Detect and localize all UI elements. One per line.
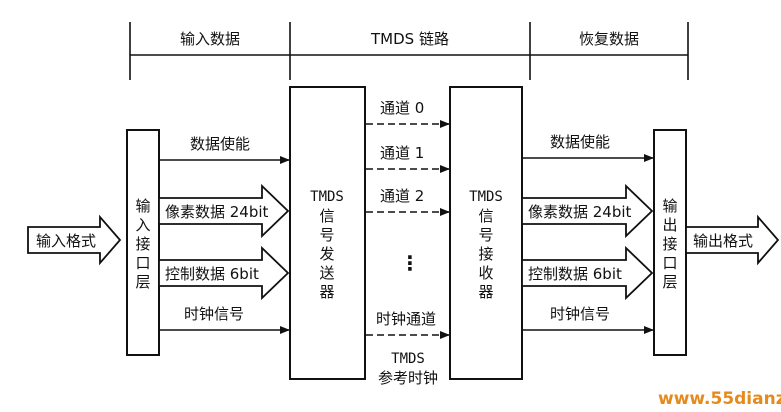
output-layer-char-4: 口 <box>662 254 677 272</box>
right-pixel-data-arrow <box>521 183 654 239</box>
transmitter-char-4: 送 <box>319 264 334 282</box>
input-layer-char-1: 输 <box>135 197 150 215</box>
receiver-char-3: 接 <box>478 245 493 263</box>
transmitter-char-3: 发 <box>319 245 334 263</box>
left-control-data-label: 控制数据 6bit <box>165 265 259 283</box>
tmds-receiver-label: TMDS 信 号 接 收 器 <box>469 189 503 301</box>
output-layer-char-2: 出 <box>662 216 677 234</box>
output-interface-layer-box <box>653 129 687 356</box>
section-header: 输入数据 TMDS 链路 恢复数据 <box>129 22 689 80</box>
input-layer-char-4: 口 <box>135 254 150 272</box>
section-tmds-link: TMDS 链路 <box>370 30 449 48</box>
right-pixel-data-label: 像素数据 24bit <box>528 203 632 221</box>
right-clock-signal-label: 时钟信号 <box>550 305 610 323</box>
receiver-title: TMDS <box>469 189 503 205</box>
output-interface-layer-label: 输 出 接 口 层 <box>662 197 677 291</box>
receiver-char-4: 收 <box>478 264 493 282</box>
transmitter-char-5: 器 <box>319 283 334 301</box>
input-interface-layer-box <box>126 129 160 356</box>
transmitter-char-1: 信 <box>319 207 334 225</box>
channel-ellipsis: ⋮ <box>400 251 420 275</box>
tmds-transmitter-label: TMDS 信 号 发 送 器 <box>310 189 344 301</box>
tmds-transmitter-box <box>289 86 366 380</box>
channel-2-label: 通道 2 <box>380 187 424 205</box>
channel-1-label: 通道 1 <box>380 144 424 162</box>
input-interface-layer-label: 输 入 接 口 层 <box>135 197 150 291</box>
right-control-data-label: 控制数据 6bit <box>528 265 622 283</box>
output-layer-char-1: 输 <box>662 197 677 215</box>
output-layer-char-3: 接 <box>662 235 677 253</box>
right-data-enable-label: 数据使能 <box>550 133 610 151</box>
transmitter-title: TMDS <box>310 189 344 205</box>
left-pixel-data-label: 像素数据 24bit <box>165 203 269 221</box>
input-format-label: 输入格式 <box>36 232 96 250</box>
input-layer-char-3: 接 <box>135 235 150 253</box>
ref-clock-title: TMDS <box>391 351 425 367</box>
channel-0-label: 通道 0 <box>380 99 424 117</box>
tmds-receiver-box <box>449 86 523 380</box>
section-input-data: 输入数据 <box>180 30 240 48</box>
left-pixel-data-arrow <box>158 183 290 239</box>
input-layer-char-2: 入 <box>135 216 150 234</box>
receiver-char-2: 号 <box>478 226 493 244</box>
receiver-char-5: 器 <box>478 283 493 301</box>
input-layer-char-5: 层 <box>135 273 150 291</box>
section-recovered-data: 恢复数据 <box>579 30 639 48</box>
input-format-arrow <box>27 214 122 266</box>
left-control-data-arrow <box>158 245 290 301</box>
ref-clock-label: 参考时钟 <box>378 369 438 387</box>
receiver-char-1: 信 <box>478 207 493 225</box>
right-control-data-arrow <box>521 245 654 301</box>
output-layer-char-5: 层 <box>662 273 677 291</box>
output-format-label: 输出格式 <box>693 232 753 250</box>
left-clock-signal-label: 时钟信号 <box>184 305 244 323</box>
clock-channel-label: 时钟通道 <box>376 310 436 328</box>
output-format-arrow <box>685 214 780 266</box>
transmitter-char-2: 号 <box>319 226 334 244</box>
watermark-text: www.55dianzi.com <box>658 389 781 409</box>
left-data-enable-label: 数据使能 <box>190 135 250 153</box>
